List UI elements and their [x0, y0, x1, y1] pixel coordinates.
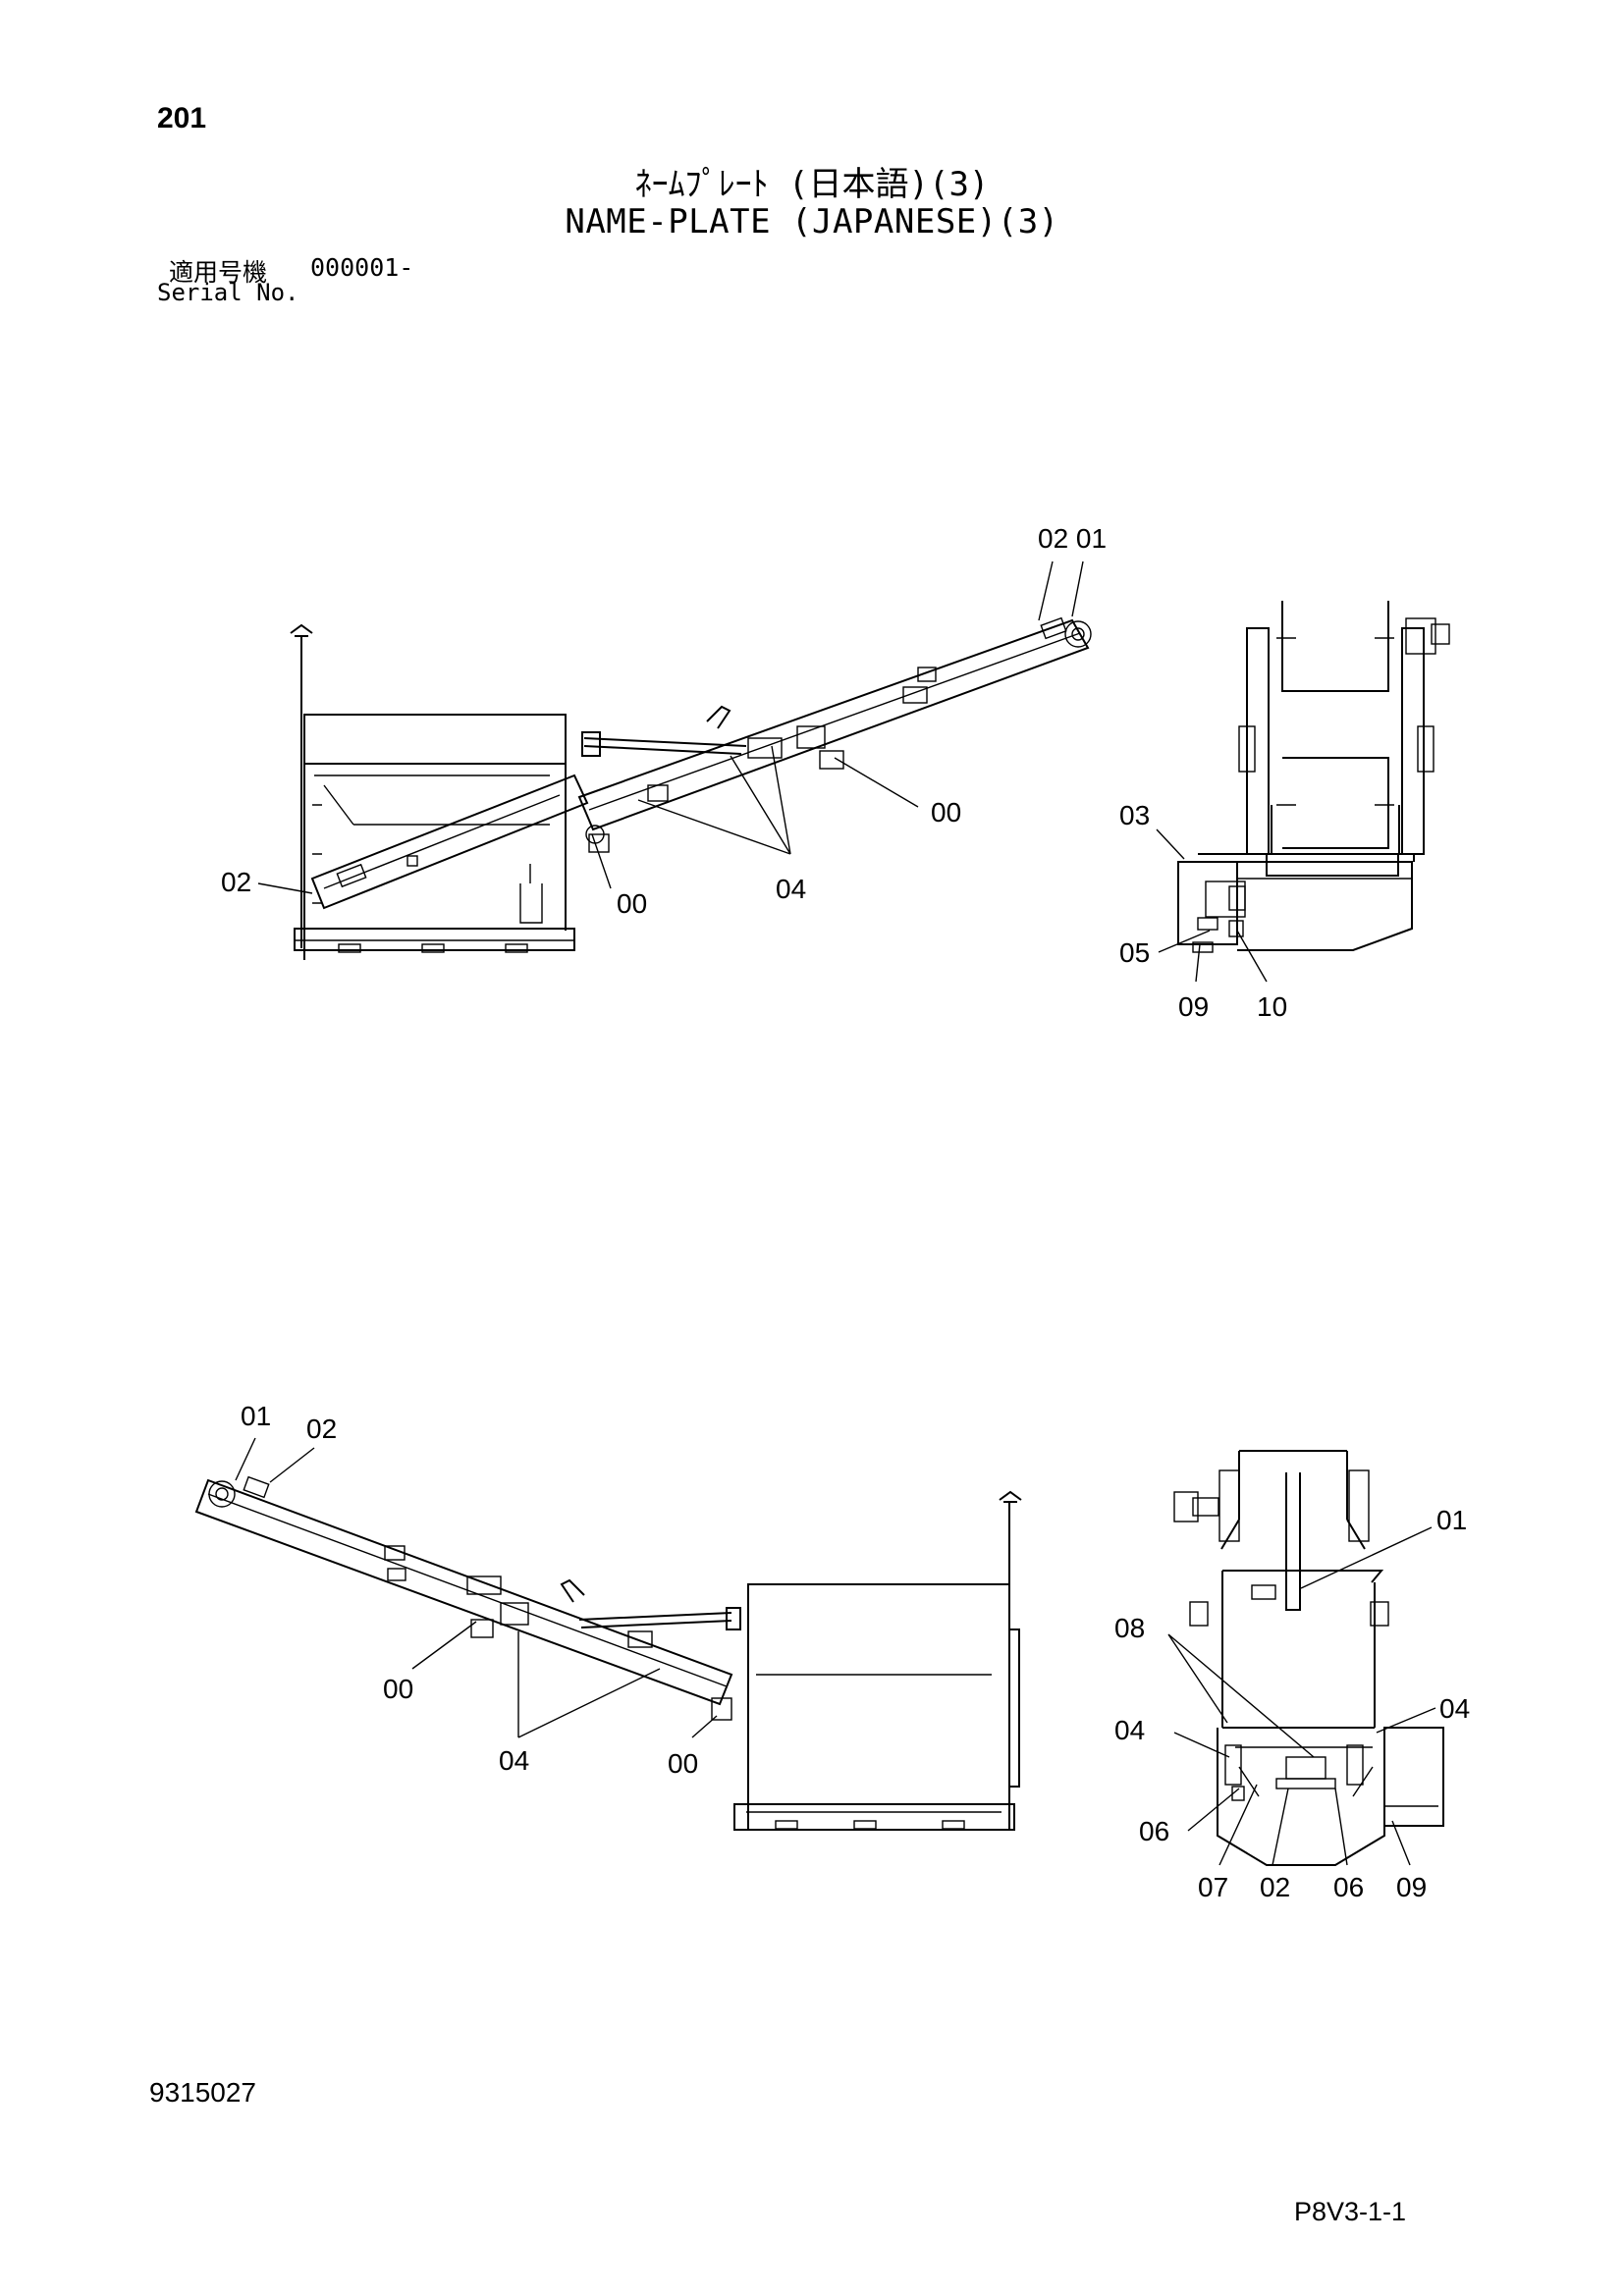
callout-06-bottom-end-left: 06 — [1139, 1816, 1169, 1846]
serial-label-japanese: 適用号機 — [169, 258, 268, 287]
callout-02-01-top-side: 02 01 — [1038, 523, 1107, 554]
callout-03-top-end: 03 — [1119, 800, 1150, 830]
callout-04-bottom-end-left: 04 — [1114, 1715, 1145, 1745]
callout-00-bottom-side-a: 00 — [383, 1674, 413, 1704]
serial-value: 000001- — [310, 253, 414, 282]
callout-04-bottom-side: 04 — [499, 1745, 529, 1776]
title-english: NAME-PLATE (JAPANESE)(3) — [565, 202, 1059, 241]
callout-07-bottom-end: 07 — [1198, 1872, 1228, 1902]
top-end-view — [1156, 601, 1450, 983]
bottom-side-view — [194, 1437, 1022, 1831]
callout-02-top-side: 02 — [221, 867, 251, 897]
callout-02-bottom-end: 02 — [1260, 1872, 1290, 1902]
callout-09-bottom-end: 09 — [1396, 1872, 1427, 1902]
serial-label-english: Serial No. — [157, 279, 299, 306]
callout-00-top-side-b: 00 — [617, 888, 647, 919]
page-code: P8V3-1-1 — [1294, 2197, 1407, 2226]
callout-06-bottom-end-right: 06 — [1333, 1872, 1364, 1902]
title-japanese: ﾈｰﾑﾌﾟﾚｰﾄ (日本語)(3) — [634, 165, 990, 204]
page-number: 201 — [157, 102, 207, 134]
callout-04-bottom-end-right: 04 — [1439, 1693, 1470, 1724]
callout-05-top-end: 05 — [1119, 937, 1150, 968]
callout-00-bottom-side-b: 00 — [668, 1748, 698, 1779]
callout-02-bottom-side: 02 — [306, 1414, 337, 1444]
top-side-view — [257, 561, 1092, 960]
callout-10-top-end: 10 — [1257, 991, 1287, 1022]
callout-00-top-side-a: 00 — [931, 797, 961, 828]
callout-01-bottom-end: 01 — [1436, 1505, 1467, 1535]
callout-09-top-end: 09 — [1178, 991, 1209, 1022]
callout-01-bottom-side: 01 — [241, 1401, 271, 1431]
callout-04-top-side: 04 — [776, 874, 806, 904]
callout-08-bottom-end: 08 — [1114, 1613, 1145, 1643]
bottom-end-view — [1167, 1450, 1444, 1866]
document-number: 9315027 — [149, 2077, 257, 2108]
